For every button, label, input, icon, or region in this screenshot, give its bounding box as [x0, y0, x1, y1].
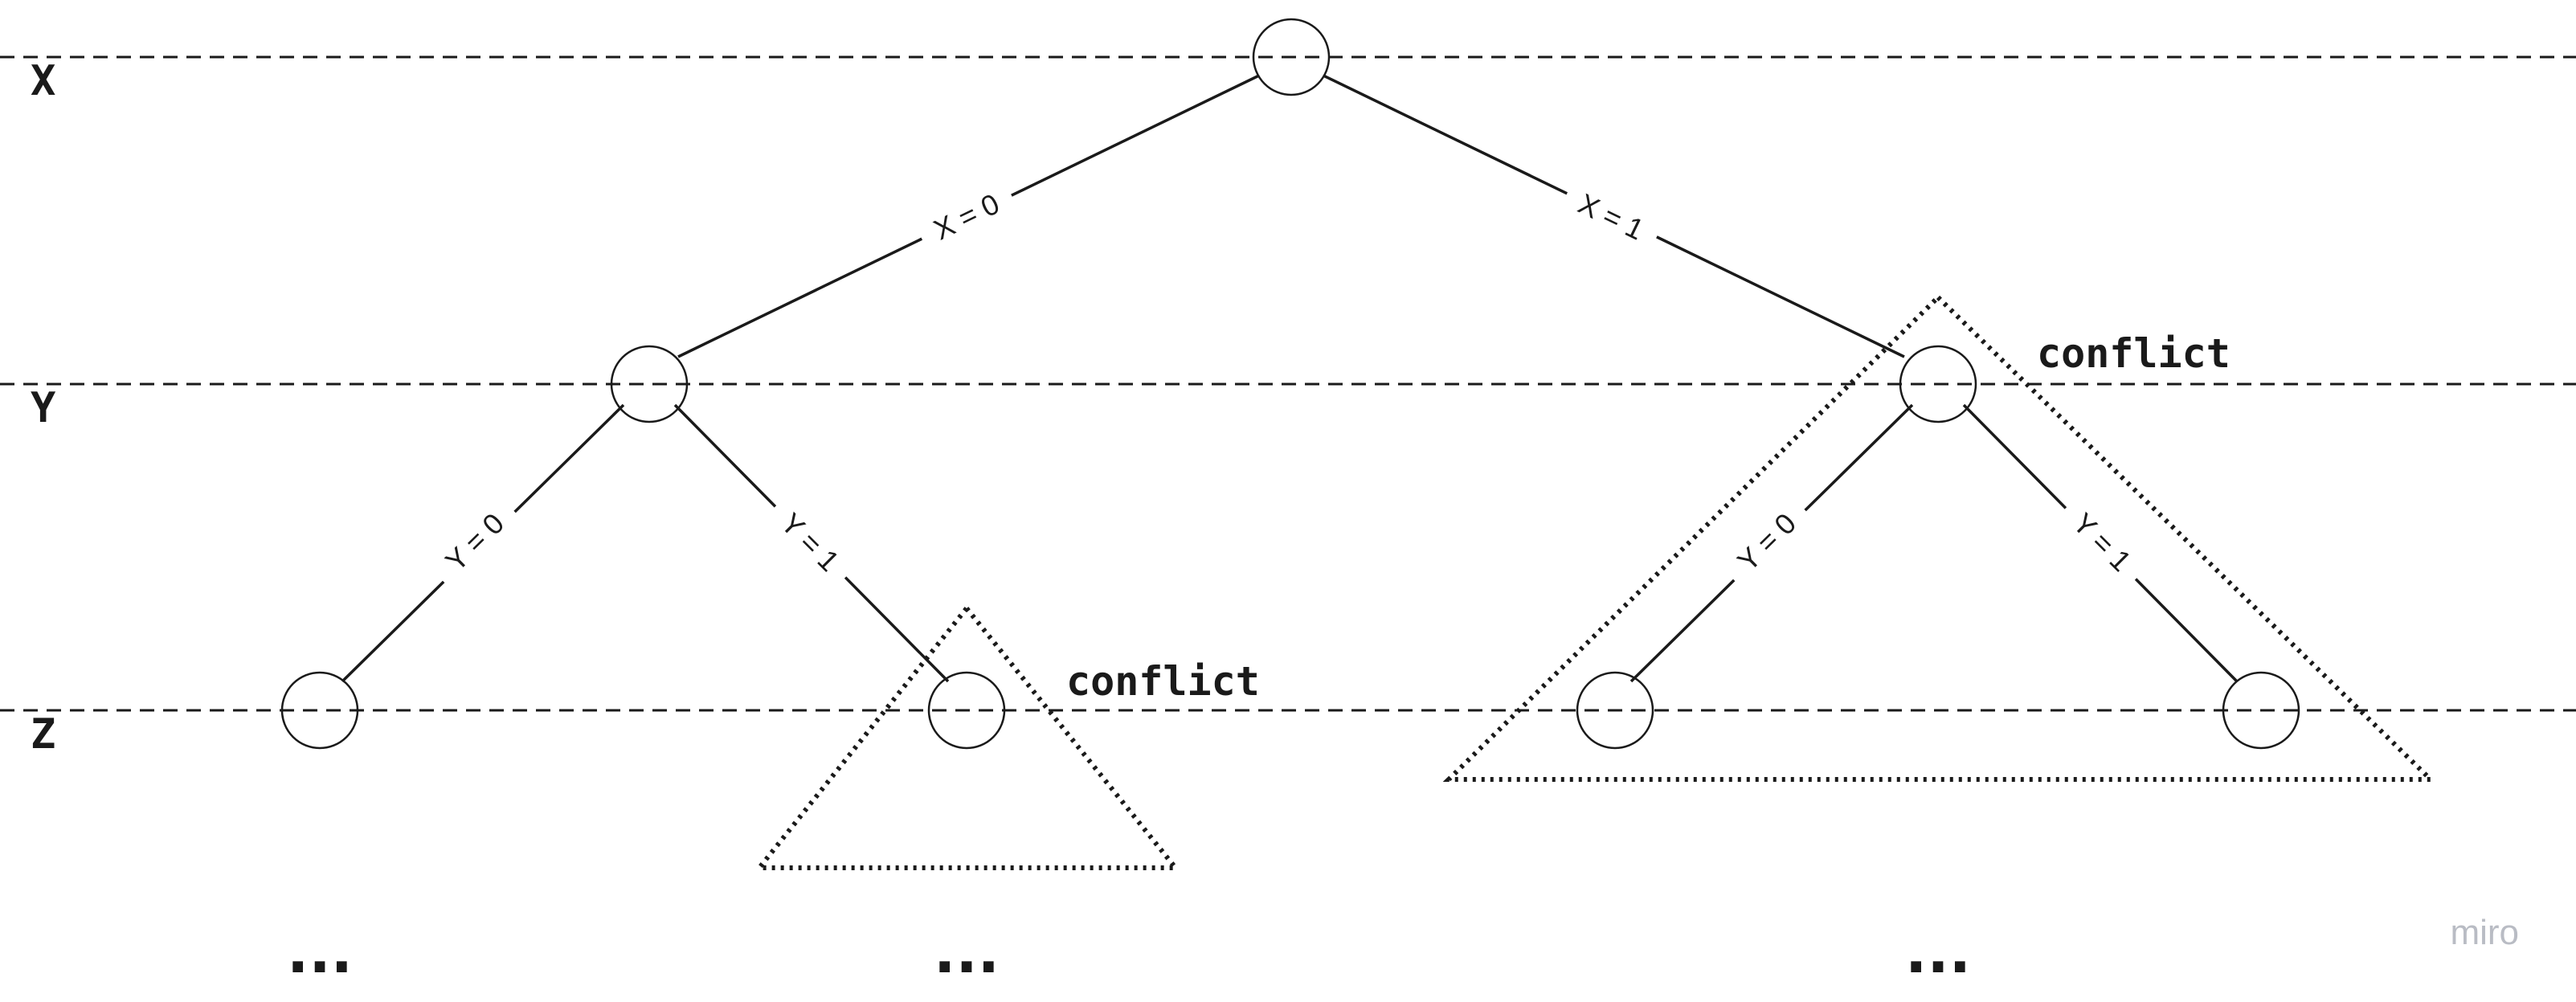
z-node-1 [280, 671, 359, 750]
edge-label-left-y1: Y = 1 [761, 493, 859, 591]
right-y-node [1899, 345, 1977, 423]
edge-label-x0: X = 0 [913, 178, 1020, 256]
level-label-y: Y [31, 384, 56, 432]
level-label-z: Z [31, 710, 55, 759]
conflict-label-z: conflict [1066, 658, 1260, 705]
root-node [1252, 18, 1331, 96]
continuation-ellipsis-3: ... [1905, 918, 1971, 986]
continuation-ellipsis-1: ... [287, 918, 353, 986]
z-node-4 [2222, 671, 2300, 750]
z-node-3 [1576, 671, 1654, 750]
z-node-2 [927, 671, 1006, 750]
conflict-triangle-z [754, 604, 1181, 870]
left-y-node [610, 345, 689, 423]
level-label-x: X [31, 57, 55, 105]
conflict-triangle-y [1442, 293, 2437, 782]
edge-label-left-y0: Y = 0 [425, 493, 525, 591]
edge-label-right-y1: Y = 1 [2053, 493, 2151, 591]
continuation-ellipsis-2: ... [934, 918, 1000, 986]
edge-label-right-y0: Y = 0 [1717, 493, 1817, 591]
edge-label-x1: X = 1 [1557, 178, 1665, 256]
miro-watermark: miro [2450, 913, 2519, 952]
conflict-label-y: conflict [2037, 330, 2230, 377]
